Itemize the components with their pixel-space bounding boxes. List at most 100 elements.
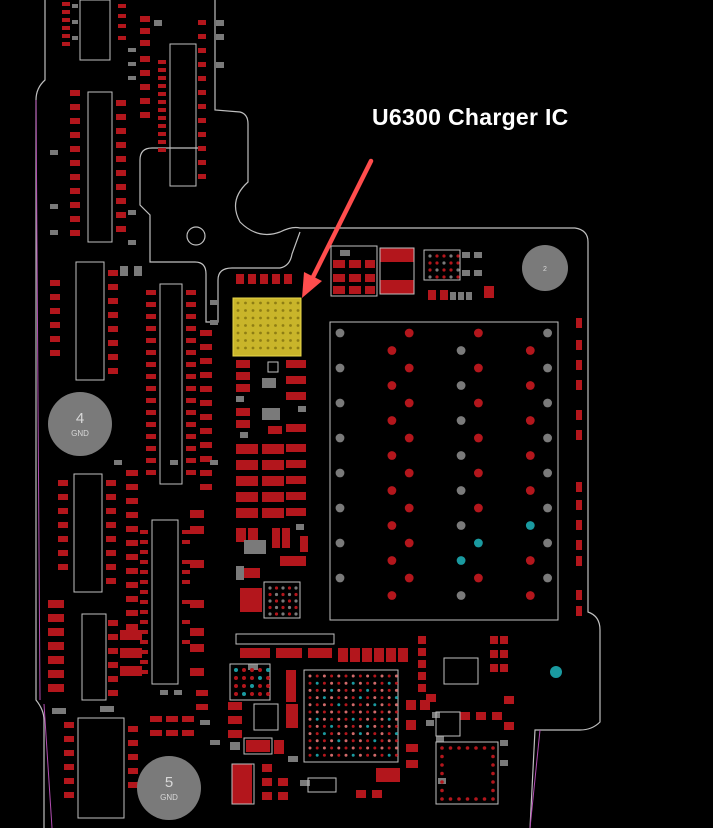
bga-ball: [428, 254, 432, 258]
mount-hole-5-label: GND: [160, 793, 178, 802]
bga-ball: [234, 668, 238, 672]
bga-ball: [344, 717, 348, 721]
bga-ball: [294, 592, 298, 597]
bga-ball: [482, 780, 487, 784]
bga-ball: [296, 309, 300, 312]
bga-ball: [387, 674, 391, 678]
bga-ball: [296, 346, 300, 350]
bga-ball: [337, 688, 341, 692]
bga-ball: [236, 316, 240, 320]
bga-ball: [236, 301, 240, 305]
bga-ball: [457, 797, 461, 801]
bga-ball: [242, 692, 246, 696]
bga-ball: [525, 346, 535, 355]
bga-ball: [387, 381, 397, 390]
bga-ball: [366, 703, 370, 707]
bga-ball: [366, 688, 370, 692]
bga-ball: [308, 732, 312, 736]
bga-ball: [387, 681, 391, 685]
bga-ball: [330, 696, 334, 700]
bga-ball: [274, 605, 279, 610]
bga-ball: [274, 612, 279, 616]
bga-ball: [330, 724, 334, 728]
bga-ball: [491, 788, 495, 793]
bga-ball: [491, 771, 495, 776]
bga-ball: [380, 717, 384, 721]
bga-ball: [449, 268, 453, 272]
bga-ball: [380, 753, 384, 757]
bga-ball: [315, 753, 319, 757]
bga-ball: [337, 746, 341, 750]
bga-ball: [287, 605, 292, 610]
bga-ball: [465, 746, 470, 750]
bga-ball: [525, 556, 535, 565]
bga-ball: [373, 703, 377, 707]
bga-ball: [274, 592, 279, 597]
bga-ball: [337, 717, 341, 721]
bga-ball: [387, 556, 397, 565]
bga-ball: [244, 301, 247, 305]
board-edge: [35, 99, 541, 828]
bga-ball: [465, 797, 470, 801]
bga-ball: [315, 674, 319, 678]
bga-ball: [387, 753, 391, 757]
bga-ball: [234, 684, 238, 688]
bga-ball: [259, 301, 262, 305]
bga-ball: [281, 605, 285, 610]
bga-ball: [322, 753, 326, 757]
bga-ball: [440, 788, 444, 793]
bga-ball: [394, 746, 398, 750]
bga-ball: [474, 780, 478, 784]
bga-ball: [380, 696, 384, 700]
bga-ball: [289, 309, 292, 312]
bga-ball: [236, 346, 240, 350]
bga-ball: [428, 261, 432, 265]
bga-ball: [373, 674, 377, 678]
bga-ball: [394, 732, 398, 736]
bga-ball: [351, 732, 355, 736]
bga-ball: [366, 681, 370, 685]
bga-ball: [274, 599, 279, 603]
bga-ball: [259, 324, 262, 327]
bga-ball: [315, 717, 319, 721]
bga-ball: [259, 316, 262, 320]
bga-ball: [394, 710, 398, 714]
bga-ball: [449, 261, 453, 265]
u6300-charger-ic[interactable]: [232, 297, 302, 357]
bga-ball: [456, 451, 466, 460]
bga-ball: [330, 681, 334, 685]
bga-ball: [358, 696, 362, 700]
bga-ball: [358, 746, 362, 750]
bga-ball: [387, 688, 391, 692]
bga-ball: [366, 739, 370, 743]
bga-ball: [266, 301, 270, 305]
bga-ball: [281, 592, 285, 597]
bga-ball: [308, 688, 312, 692]
bga-ball: [308, 746, 312, 750]
bga-ball: [244, 339, 247, 342]
bga-ball: [322, 681, 326, 685]
bga-ball: [435, 254, 439, 258]
bga-ball: [337, 724, 341, 728]
bga-ball: [482, 754, 487, 759]
bga-ball: [330, 753, 334, 757]
mount-hole-4-number: 4: [76, 410, 84, 427]
bga-ball: [344, 732, 348, 736]
bga-ball: [525, 416, 535, 425]
bga-ball: [266, 324, 270, 327]
bga-ball: [366, 717, 370, 721]
bga-ball: [337, 753, 341, 757]
bga-ball: [266, 331, 270, 335]
bga-ball: [373, 696, 377, 700]
bga-ball: [442, 275, 446, 279]
bga-ball: [474, 763, 478, 767]
bga-ball: [394, 674, 398, 678]
bga-ball: [330, 688, 334, 692]
bga-ball: [294, 599, 298, 603]
bga-ball: [244, 324, 247, 327]
bga-ball: [287, 599, 292, 603]
bga-ball: [435, 268, 439, 272]
bga-ball: [387, 486, 397, 495]
bga-ball: [373, 688, 377, 692]
